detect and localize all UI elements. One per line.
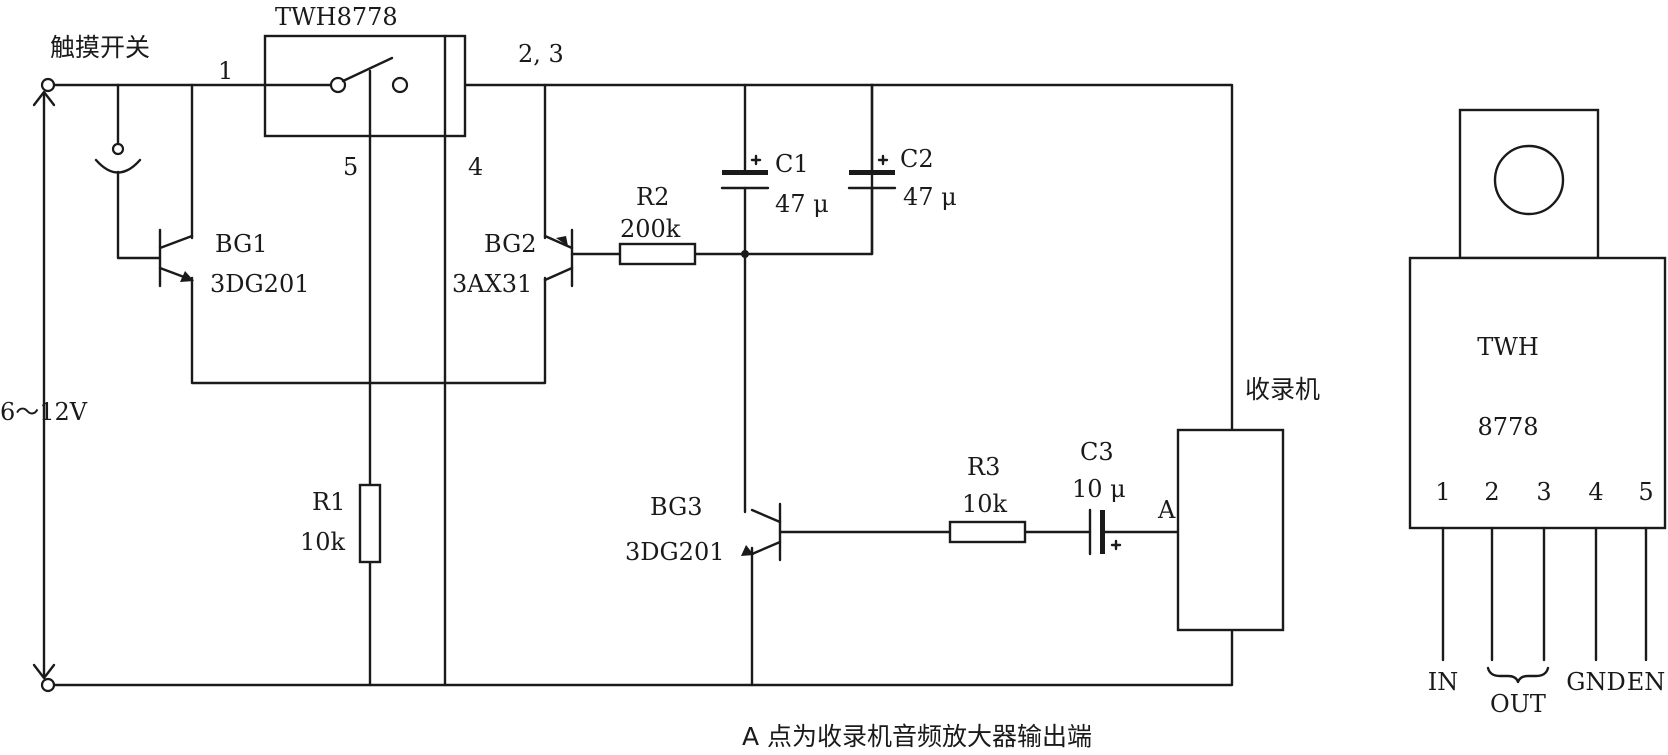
c1-capacitor — [720, 154, 770, 190]
label-pin4: 4 — [468, 153, 483, 181]
label-r1-value: 10k — [300, 528, 346, 556]
package-pin-label-5: 5 — [1638, 478, 1653, 506]
package-pin-label-2: 2 — [1484, 478, 1499, 506]
label-point-a: A — [1157, 496, 1176, 524]
r3-resistor — [948, 520, 1027, 544]
switch-blade — [341, 56, 394, 83]
label-bg2: BG2 — [484, 230, 537, 258]
package-pin-label-1: 1 — [1435, 478, 1450, 506]
label-bg1: BG1 — [215, 230, 268, 258]
touch-electrode — [94, 142, 142, 174]
package-label-in: IN — [1428, 668, 1458, 696]
label-c2-value: 47 μ — [903, 183, 957, 211]
label-r2-value: 200k — [620, 215, 681, 243]
label-pin5: 5 — [343, 153, 358, 181]
r2-resistor — [618, 242, 697, 266]
package-label-gnd: GND — [1566, 668, 1625, 696]
package-body — [1408, 256, 1667, 530]
twh8778-block — [263, 34, 467, 138]
package-label-en: EN — [1627, 668, 1666, 696]
label-pin1: 1 — [218, 57, 233, 85]
label-ic-name: TWH8778 — [275, 3, 398, 31]
bg2-transistor-symbol — [543, 228, 574, 288]
label-bg1-type: 3DG201 — [210, 270, 310, 298]
junction-dot — [741, 250, 749, 258]
wires — [42, 83, 1234, 687]
r1-resistor — [358, 483, 382, 564]
package-pin-label-4: 4 — [1588, 478, 1603, 506]
package-pin-label-3: 3 — [1536, 478, 1551, 506]
out-brace — [1486, 666, 1550, 684]
terminal-top — [40, 77, 56, 93]
wire-bottom-rail — [46, 628, 1234, 687]
bg1-transistor-symbol — [158, 228, 194, 288]
label-r1: R1 — [312, 488, 345, 516]
c3-capacitor — [1088, 508, 1122, 556]
c2-capacitor — [847, 154, 897, 190]
caption: A 点为收录机音频放大器输出端 — [742, 722, 1092, 751]
label-c2: C2 — [900, 145, 934, 173]
supply-arrow-up — [32, 90, 56, 107]
label-touch-switch: 触摸开关 — [50, 33, 150, 62]
label-r3: R3 — [967, 453, 1000, 481]
label-bg2-type: 3AX31 — [452, 270, 532, 298]
label-r2: R2 — [636, 183, 669, 211]
label-bg3-type: 3DG201 — [625, 538, 725, 566]
terminal-bottom — [40, 677, 56, 693]
package-drawing — [1408, 108, 1667, 684]
label-c3: C3 — [1080, 438, 1114, 466]
switch-contact-right — [391, 76, 409, 94]
mounting-hole — [1493, 144, 1565, 216]
wire-top-right — [403, 83, 1234, 432]
label-supply: 6～12V — [0, 398, 88, 426]
label-pin23: 2, 3 — [518, 40, 564, 68]
wire-bg1-base — [116, 170, 162, 260]
package-name-bottom: 8778 — [1477, 413, 1538, 441]
label-c1-value: 47 μ — [775, 190, 829, 218]
recorder-box — [1176, 428, 1285, 632]
package-label-out: OUT — [1490, 690, 1546, 718]
label-recorder: 收录机 — [1245, 375, 1320, 404]
package-name-top: TWH — [1477, 333, 1539, 361]
label-bg3: BG3 — [650, 493, 703, 521]
supply-arrow-down — [32, 663, 56, 680]
label-c3-value: 10 μ — [1072, 475, 1126, 503]
bg3-transistor-symbol — [741, 502, 782, 562]
label-r3-value: 10k — [962, 490, 1008, 518]
label-c1: C1 — [775, 150, 809, 178]
wire-bg-link — [190, 276, 547, 385]
switch-contact-left — [329, 76, 347, 94]
